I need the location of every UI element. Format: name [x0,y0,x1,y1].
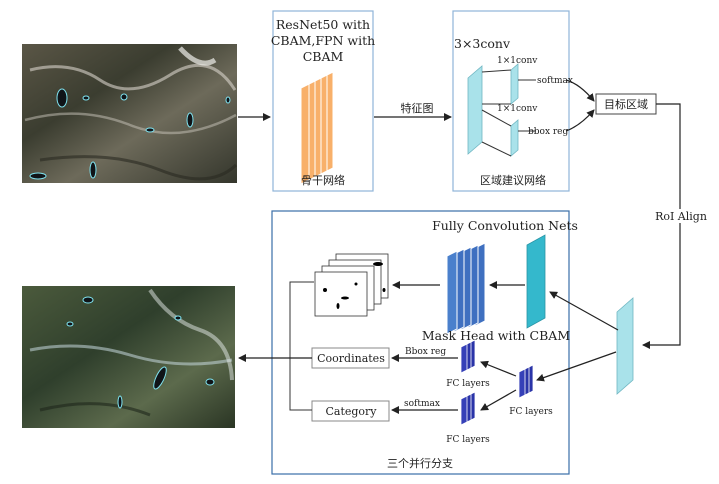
feature-map-label: 特征图 [401,101,434,115]
category-box [311,400,390,422]
backbone-panel [272,10,374,192]
rpn-softmax-label: softmax [537,76,573,86]
softmax-label: softmax [404,399,440,409]
rpn-conv1-bottom-layer [510,119,519,157]
roi-align-label: RoI Align [655,210,707,223]
arrow-bbox-to-roi [565,109,595,132]
arrow-softmax-to-roi [565,79,595,102]
rpn-panel [452,10,570,192]
rpn-conv1-top-layer [510,63,519,105]
category-label: Category [325,405,377,418]
fcn-feature [526,234,546,329]
fc-layers-top [460,339,476,374]
backbone-feature-stack [300,71,334,185]
input-satellite-image [22,44,238,183]
arrow-roi-to-roialign [642,103,681,349]
mask-head-label: Mask Head with CBAM [422,328,570,343]
rpn-conv3-label: 3×3conv [454,36,511,51]
backbone-title-line2: CBAM,FPN with [271,33,375,48]
fc-layers-right [518,364,534,399]
backbone-title-line3: CBAM [303,49,344,64]
branches-caption: 三个并行分支 [387,456,453,470]
arrow-fcright-to-fcbottom [480,389,517,411]
fc-right-label: FC layers [509,407,553,417]
arrow-roi-to-fcn [549,291,619,331]
fc-bottom-label: FC layers [446,435,490,445]
coordinates-label: Coordinates [317,352,385,365]
rpn-bbox-reg-label: bbox reg [528,127,569,137]
rpn-caption: 区域建议网络 [480,173,546,187]
arrow-fcright-to-fctop [480,360,517,377]
fc-top-label: FC layers [446,379,490,389]
rpn-conv1-top-label: 1×1conv [497,56,538,66]
fc-layers-bottom [460,391,476,426]
backbone-title-line1: ResNet50 with [276,17,370,32]
rpn-conv1-bottom-label: 1×1conv [497,104,538,114]
rpn-conv3-layer [467,65,483,155]
collector-bracket [289,281,314,411]
branches-panel [271,210,570,475]
roi-aligned-feature [616,297,634,395]
fcn-label: Fully Convolution Nets [432,218,578,233]
mask-head-stack [446,242,486,335]
arrow-roi-to-fc [536,351,617,382]
output-satellite-image [22,286,235,428]
bbox-reg-label: Bbox reg [405,347,446,357]
roi-box-label: 目标区域 [604,97,648,111]
mask-output-stack [314,253,389,317]
backbone-caption: 骨干网络 [301,173,345,187]
